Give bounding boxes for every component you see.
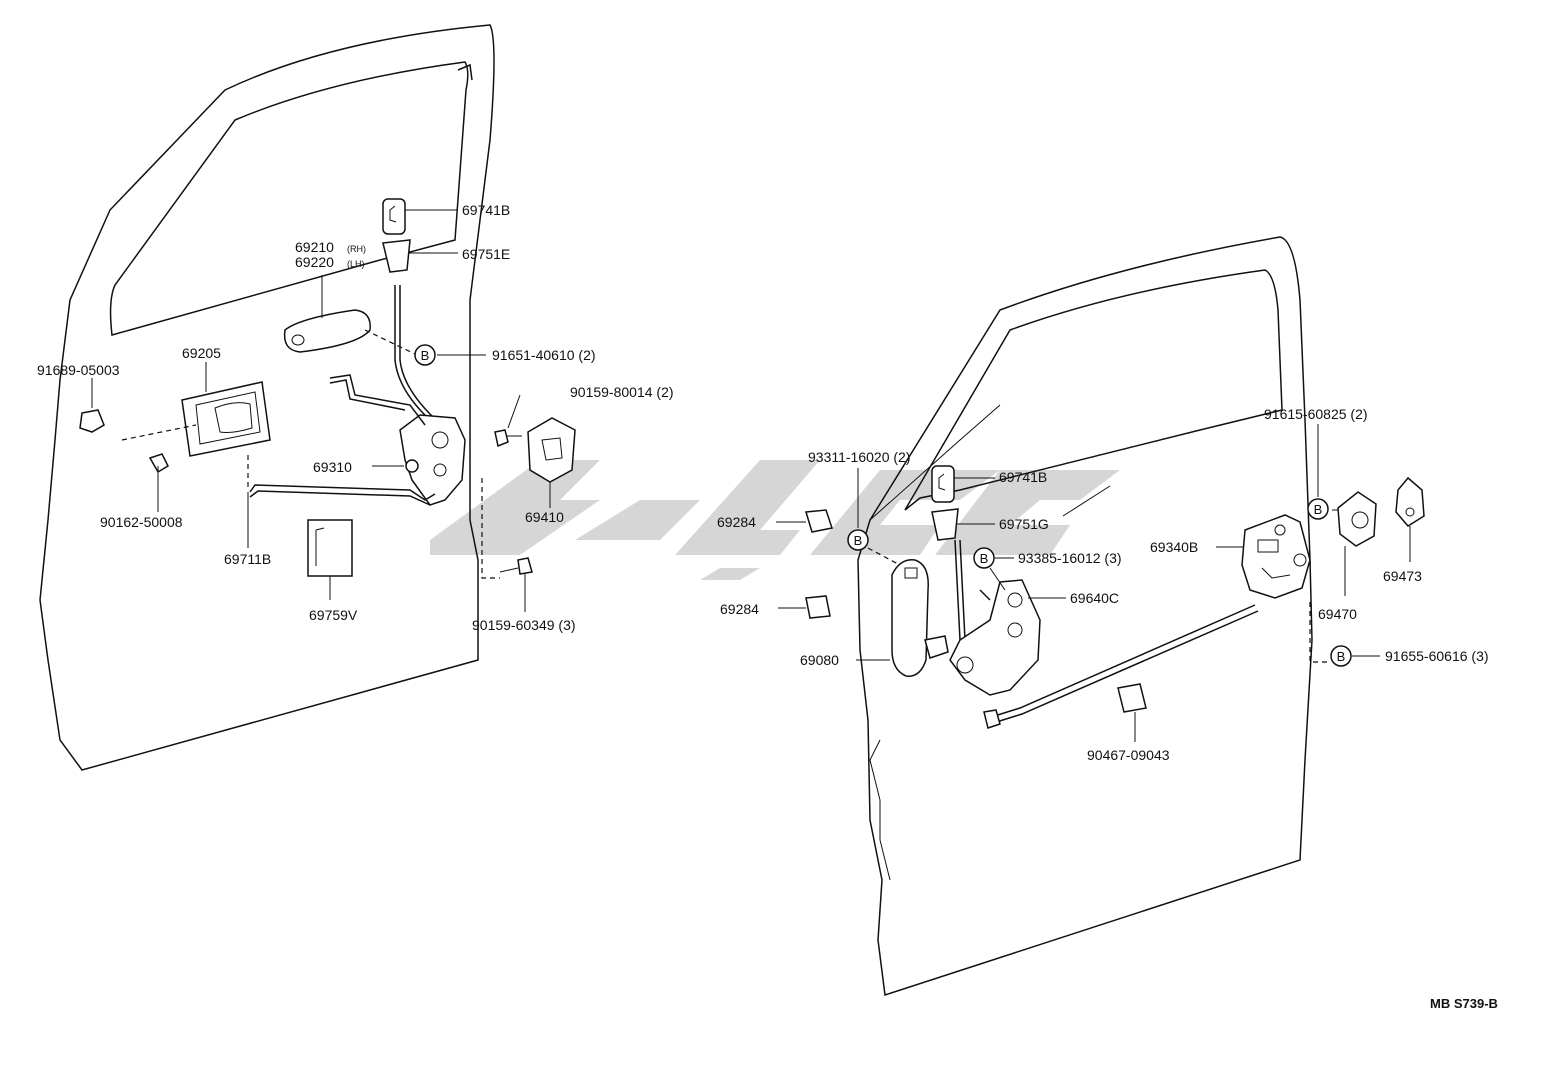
part-69711b-rod	[247, 455, 436, 548]
part-69340b-latch	[1216, 514, 1311, 599]
label-93311: 93311-16020 (2)	[808, 449, 910, 465]
left-window-inner	[457, 63, 473, 81]
label-91615: 91615-60825 (2)	[1264, 406, 1368, 422]
label-69310: 69310	[313, 459, 352, 475]
label-69210: 69210	[295, 239, 334, 255]
bolt-marker-right-91615: B	[1307, 424, 1329, 520]
part-69759v-protector	[307, 519, 353, 600]
bolt-marker-93311-label: B	[854, 533, 863, 548]
part-69210-outside-handle	[283, 275, 416, 355]
part-69284-clip-upper	[776, 509, 833, 533]
label-69741b-right: 69741B	[999, 469, 1047, 485]
right-door: B B B B 93311-16020 (2) 69741B 69751G 69…	[717, 236, 1489, 996]
label-69284-upper: 69284	[717, 514, 756, 530]
label-69711b: 69711B	[224, 551, 271, 567]
label-69340b: 69340B	[1150, 539, 1198, 555]
right-door-outline	[857, 236, 1313, 996]
label-69080: 69080	[800, 652, 839, 668]
label-90467: 90467-09043	[1087, 747, 1170, 763]
part-69205-inside-handle	[121, 362, 271, 457]
part-90467-clamp	[1117, 683, 1147, 742]
label-69205: 69205	[182, 345, 221, 361]
label-69751g: 69751G	[999, 516, 1049, 532]
part-90159-60349-screw	[481, 478, 533, 612]
left-window-frame	[109, 61, 469, 336]
label-91689: 91689-05003	[37, 362, 120, 378]
part-69741b-right	[931, 465, 995, 503]
bolt-marker-91615-label: B	[1314, 502, 1323, 517]
label-69751e-left: 69751E	[462, 246, 510, 262]
label-90159-80014: 90159-80014 (2)	[570, 384, 674, 400]
part-69751g-right	[931, 485, 1111, 541]
bolt-marker-right-93385: B	[973, 547, 1014, 591]
bolt-marker-93385-label: B	[980, 551, 989, 566]
label-90162: 90162-50008	[100, 514, 183, 530]
part-69640c-lock-assembly	[949, 579, 1066, 696]
label-91655: 91655-60616 (3)	[1385, 648, 1489, 664]
label-93385: 93385-16012 (3)	[1018, 550, 1122, 566]
label-69759v: 69759V	[309, 607, 358, 623]
label-69741b-left: 69741B	[462, 202, 510, 218]
left-door: B 69741B 69751E 69210 (RH) 69220 (LH) 91…	[37, 24, 674, 771]
label-69473: 69473	[1383, 568, 1422, 584]
label-69220: 69220	[295, 254, 334, 270]
bolt-marker-left-label: B	[421, 348, 430, 363]
label-69410: 69410	[525, 509, 564, 525]
part-69080-outside-handle	[856, 547, 949, 677]
label-69640c: 69640C	[1070, 590, 1119, 606]
label-91651: 91651-40610 (2)	[492, 347, 596, 363]
label-90159-60349: 90159-60349 (3)	[472, 617, 576, 633]
bolt-marker-91655-label: B	[1337, 649, 1346, 664]
part-69751e-left	[382, 239, 458, 273]
label-69284-lower: 69284	[720, 601, 759, 617]
bolt-marker-left: B	[414, 344, 486, 366]
left-door-outline	[39, 24, 495, 771]
part-69310-lock-assembly	[329, 374, 466, 506]
part-69284-clip-lower	[778, 595, 831, 619]
part-90162-screw	[148, 453, 169, 512]
label-69220-side: (LH)	[347, 259, 365, 269]
right-window-frame	[904, 269, 1283, 511]
part-91689-clip	[79, 378, 105, 433]
bolt-marker-right-93311: B	[847, 468, 869, 551]
right-connecting-rod	[987, 604, 1256, 719]
bolt-marker-right-91655: B	[1330, 645, 1380, 667]
part-90159-80014-screw	[494, 394, 522, 448]
label-69470: 69470	[1318, 606, 1357, 622]
part-69473-shim	[1395, 476, 1425, 562]
label-69210-side: (RH)	[347, 244, 366, 254]
diagram-code: MB S739-B	[1430, 996, 1498, 1011]
part-69741b-left	[382, 198, 458, 235]
part-69470-striker	[1332, 491, 1377, 596]
part-69410-striker	[527, 417, 576, 508]
